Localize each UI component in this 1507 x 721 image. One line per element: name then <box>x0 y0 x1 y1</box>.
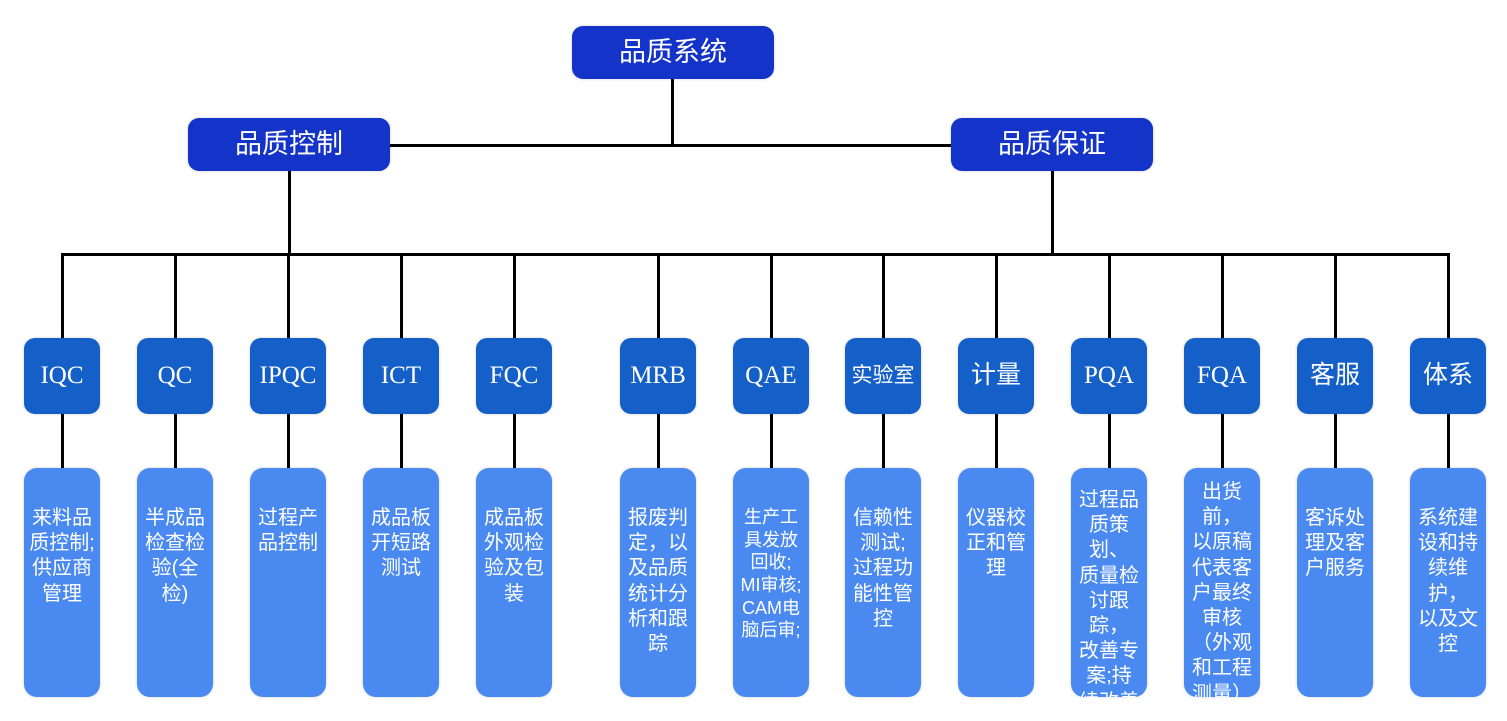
connector-drop-mrb <box>657 253 660 338</box>
connector-drop-cs <box>1334 253 1337 338</box>
desc-mrb[interactable]: 报废判 定，以 及品质 统计分 析和跟 踪 <box>620 468 696 697</box>
desc-pqa[interactable]: 过程品 质策划、 质量检 讨跟踪， 改善专 案;持 续改善 <box>1071 468 1147 713</box>
connector-level3-bus <box>61 253 1449 256</box>
node-quality-control[interactable]: 品质控制 <box>188 118 390 171</box>
desc-ict[interactable]: 成品板 开短路 测试 <box>363 468 439 697</box>
node-quality-assurance[interactable]: 品质保证 <box>951 118 1153 171</box>
connector-fqc-desc <box>513 413 516 468</box>
connector-metrology-desc <box>995 413 998 468</box>
connector-qa-down <box>1051 170 1054 255</box>
connector-pqa-desc <box>1108 413 1111 468</box>
desc-qc[interactable]: 半成品 检查检 验(全 检) <box>137 468 213 697</box>
connector-cs-desc <box>1334 413 1337 468</box>
connector-drop-metrology <box>995 253 998 338</box>
connector-iqc-desc <box>61 413 64 468</box>
node-mrb[interactable]: MRB <box>620 338 696 414</box>
connector-system-desc <box>1447 413 1450 468</box>
connector-drop-qc <box>174 253 177 338</box>
node-pqa[interactable]: PQA <box>1071 338 1147 414</box>
node-customer-service[interactable]: 客服 <box>1297 338 1373 414</box>
node-laboratory[interactable]: 实验室 <box>845 338 921 414</box>
connector-qae-desc <box>770 413 773 468</box>
connector-level2-bus <box>289 144 1054 147</box>
desc-system[interactable]: 系统建 设和持 续维护， 以及文 控 <box>1410 468 1486 697</box>
node-fqc[interactable]: FQC <box>476 338 552 414</box>
node-fqa[interactable]: FQA <box>1184 338 1260 414</box>
connector-drop-iqc <box>61 253 64 338</box>
connector-lab-desc <box>882 413 885 468</box>
connector-qc-desc <box>174 413 177 468</box>
node-iqc[interactable]: IQC <box>24 338 100 414</box>
desc-ipqc[interactable]: 过程产 品控制 <box>250 468 326 697</box>
connector-drop-lab <box>882 253 885 338</box>
connector-drop-ict <box>400 253 403 338</box>
connector-drop-fqc <box>513 253 516 338</box>
node-ipqc[interactable]: IPQC <box>250 338 326 414</box>
node-qc[interactable]: QC <box>137 338 213 414</box>
desc-iqc[interactable]: 来料品 质控制; 供应商 管理 <box>24 468 100 697</box>
connector-drop-fqa <box>1221 253 1224 338</box>
node-system[interactable]: 体系 <box>1410 338 1486 414</box>
desc-fqc[interactable]: 成品板 外观检 验及包 装 <box>476 468 552 697</box>
desc-fqa[interactable]: 出货前， 以原稿 代表客 户最终 审核 （外观 和工程 测量） <box>1184 468 1260 705</box>
node-ict[interactable]: ICT <box>363 338 439 414</box>
desc-metrology[interactable]: 仪器校 正和管 理 <box>958 468 1034 697</box>
connector-mrb-desc <box>657 413 660 468</box>
connector-drop-ipqc <box>287 253 290 338</box>
connector-ict-desc <box>400 413 403 468</box>
desc-laboratory[interactable]: 信赖性 测试; 过程功 能性管 控 <box>845 468 921 697</box>
connector-drop-pqa <box>1108 253 1111 338</box>
node-qae[interactable]: QAE <box>733 338 809 414</box>
connector-qc-down <box>288 170 291 255</box>
node-root-quality-system[interactable]: 品质系统 <box>572 26 774 79</box>
node-metrology[interactable]: 计量 <box>958 338 1034 414</box>
connector-root-down <box>671 78 674 146</box>
connector-drop-qae <box>770 253 773 338</box>
connector-drop-system <box>1447 253 1450 338</box>
desc-customer-service[interactable]: 客诉处 理及客 户服务 <box>1297 468 1373 697</box>
desc-qae[interactable]: 生产工 具发放 回收; MI审核; CAM电 脑后审; <box>733 468 809 697</box>
connector-ipqc-desc <box>287 413 290 468</box>
connector-fqa-desc <box>1221 413 1224 468</box>
